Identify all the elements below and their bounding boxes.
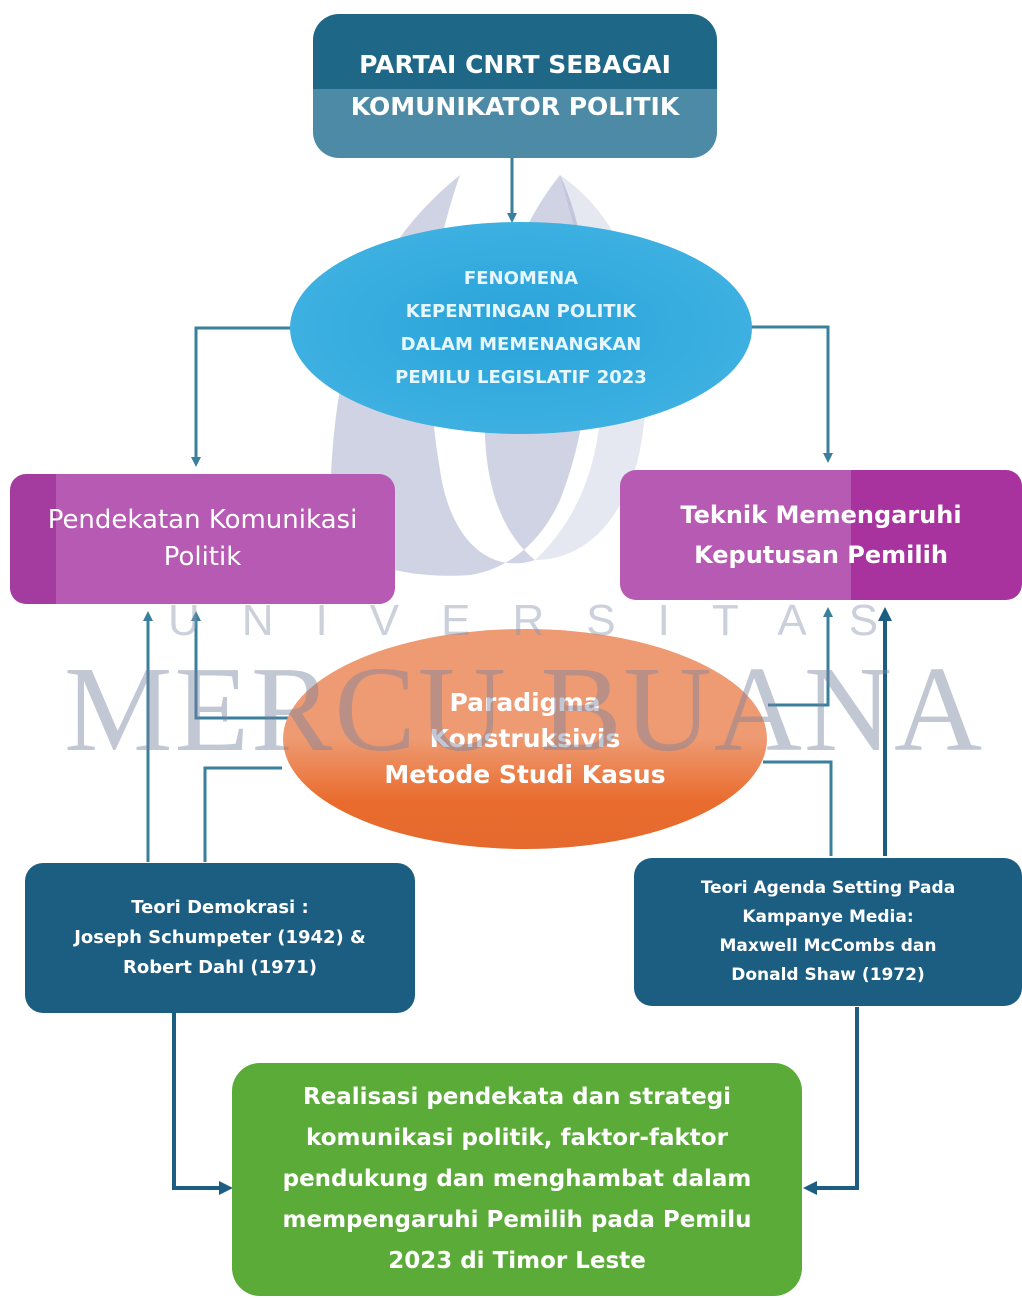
node-teori-agenda-line-3: Maxwell McCombs dan — [719, 936, 937, 956]
node-pendekatan-line-2: Politik — [163, 542, 242, 572]
node-partai-cnrt: PARTAI CNRT SEBAGAI KOMUNIKATOR POLITIK — [313, 14, 717, 158]
node-partai-cnrt-line-2: KOMUNIKATOR POLITIK — [350, 92, 680, 121]
node-fenomena-line-4: PEMILU LEGISLATIF 2023 — [395, 367, 647, 388]
node-teknik: Teknik Memengaruhi Keputusan Pemilih — [620, 470, 1022, 600]
node-realisasi-line-1: Realisasi pendekata dan strategi — [302, 1084, 732, 1110]
arrow-paradigma-to-pendekatan — [191, 611, 290, 720]
node-paradigma-line-1: Paradigma — [449, 688, 601, 717]
node-partai-cnrt-line-1: PARTAI CNRT SEBAGAI — [359, 50, 671, 79]
node-fenomena-line-3: DALAM MEMENANGKAN — [400, 334, 642, 355]
line-demokrasi-to-paradigma — [203, 766, 282, 862]
node-teori-agenda-line-2: Kampanye Media: — [742, 907, 914, 927]
arrow-fenomena-to-teknik — [748, 325, 833, 463]
node-paradigma-line-2: Konstruksivis — [429, 724, 621, 753]
node-realisasi-line-3: pendukung dan menghambat dalam — [282, 1166, 752, 1192]
node-pendekatan: Pendekatan Komunikasi Politik — [10, 474, 395, 604]
node-paradigma-line-3: Metode Studi Kasus — [384, 760, 666, 789]
line-agenda-to-paradigma — [763, 760, 833, 856]
arrow-paradigma-to-teknik — [768, 607, 833, 707]
node-teori-demokrasi-line-2: Joseph Schumpeter (1942) & — [74, 927, 366, 948]
node-fenomena-line-2: KEPENTINGAN POLITIK — [405, 301, 637, 322]
node-teori-agenda-line-1: Teori Agenda Setting Pada — [700, 878, 956, 898]
node-teori-demokrasi-line-3: Robert Dahl (1971) — [123, 957, 317, 978]
node-pendekatan-line-1: Pendekatan Komunikasi — [47, 505, 358, 535]
arrow-fenomena-to-pendekatan — [191, 326, 296, 467]
node-realisasi-line-5: 2023 di Timor Leste — [388, 1248, 646, 1274]
node-realisasi-line-4: mempengaruhi Pemilih pada Pemilu — [282, 1207, 752, 1233]
node-teori-agenda-line-4: Donald Shaw (1972) — [731, 965, 925, 985]
node-teori-demokrasi-line-1: Teori Demokrasi : — [131, 897, 309, 918]
node-fenomena-line-1: FENOMENA — [463, 268, 579, 289]
arrow-agenda-to-realisasi — [803, 1007, 859, 1195]
node-realisasi: Realisasi pendekata dan strategi komunik… — [232, 1063, 802, 1296]
node-teknik-line-2: Keputusan Pemilih — [694, 541, 948, 569]
node-teori-demokrasi: Teori Demokrasi : Joseph Schumpeter (194… — [25, 863, 415, 1013]
node-fenomena: FENOMENA KEPENTINGAN POLITIK DALAM MEMEN… — [290, 222, 752, 434]
arrow-demokrasi-to-realisasi — [172, 1013, 233, 1195]
node-teori-agenda-setting: Teori Agenda Setting Pada Kampanye Media… — [634, 858, 1022, 1006]
node-realisasi-line-2: komunikasi politik, faktor-faktor — [306, 1125, 728, 1151]
node-paradigma: Paradigma Konstruksivis Metode Studi Kas… — [283, 629, 767, 849]
node-teknik-line-1: Teknik Memengaruhi — [680, 501, 962, 529]
